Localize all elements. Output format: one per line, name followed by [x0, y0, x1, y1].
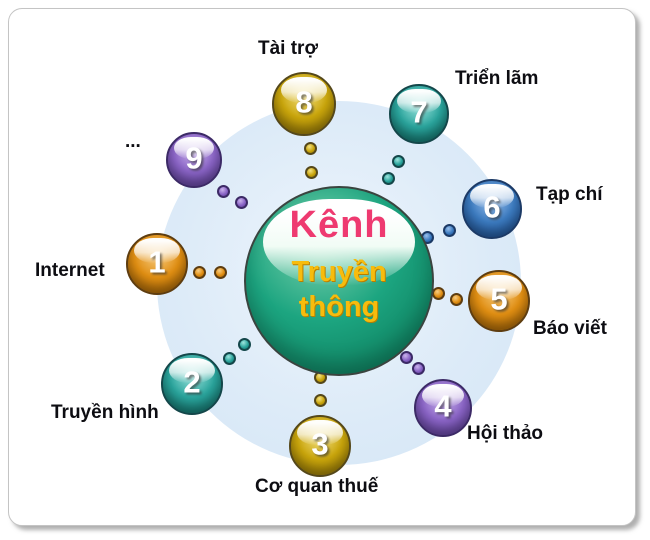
node-number: 3 [311, 426, 329, 462]
hub-title-line3: thông [298, 290, 380, 323]
node-number: 1 [148, 244, 166, 280]
connector-dot [392, 155, 405, 168]
node-ball-4: 4 [414, 379, 472, 437]
connector-dot [400, 351, 413, 364]
node-ball-8: 8 [272, 72, 336, 136]
connector-dot [314, 394, 327, 407]
connector-dot [214, 266, 227, 279]
hub-circle: Kênh Truyền thông [244, 186, 434, 376]
node-ball-5: 5 [468, 270, 530, 332]
hub-title-line2: Truyền [291, 256, 387, 288]
hub-title-line1: Kênh [289, 204, 389, 246]
connector-dot [217, 185, 230, 198]
node-number: 7 [410, 94, 428, 130]
node-number: 9 [185, 140, 203, 176]
node-label-ellipsis: ... [125, 131, 141, 152]
node-ball-9: 9 [166, 132, 222, 188]
connector-dot [412, 362, 425, 375]
connector-dot [193, 266, 206, 279]
node-number: 8 [295, 84, 313, 120]
connector-dot [432, 287, 445, 300]
node-label-tap-chi: Tạp chí [536, 184, 603, 205]
node-ball-6: 6 [462, 179, 522, 239]
node-ball-3: 3 [289, 415, 351, 477]
node-ball-2: 2 [161, 353, 223, 415]
diagram-card: 1 2 3 4 5 6 7 8 9 Internet Truyền hình C… [8, 8, 636, 526]
connector-dot [305, 166, 318, 179]
node-number: 4 [434, 388, 452, 424]
connector-dot [443, 224, 456, 237]
connector-dot [382, 172, 395, 185]
node-label-bao-viet: Báo viết [533, 318, 607, 339]
node-number: 2 [183, 364, 201, 400]
node-ball-1: 1 [126, 233, 188, 295]
connector-dot [238, 338, 251, 351]
node-number: 6 [483, 189, 501, 225]
node-label-co-quan-thue: Cơ quan thuế [255, 476, 379, 497]
node-label-tai-tro: Tài trợ [258, 38, 318, 59]
connector-dot [223, 352, 236, 365]
node-label-hoi-thao: Hội thảo [467, 423, 543, 444]
node-ball-7: 7 [389, 84, 449, 144]
connector-dot [235, 196, 248, 209]
connector-dot [304, 142, 317, 155]
node-label-trien-lam: Triển lãm [455, 68, 539, 89]
node-label-truyen-hinh: Truyền hình [51, 402, 159, 423]
connector-dot [450, 293, 463, 306]
node-number: 5 [490, 281, 508, 317]
node-label-internet: Internet [35, 260, 105, 281]
